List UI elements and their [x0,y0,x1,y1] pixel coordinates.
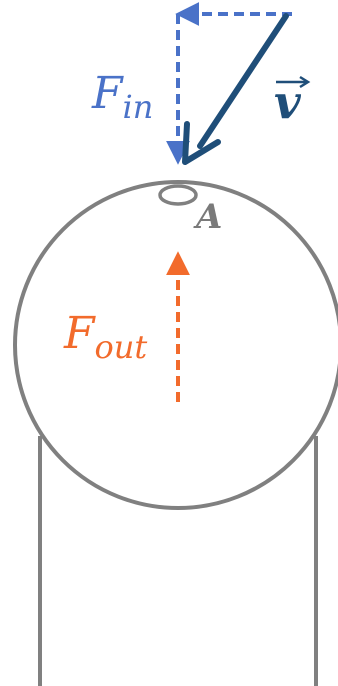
velocity-arrow-shaft [197,13,289,149]
f-in-label-sub: in [123,88,154,126]
f-in-label-main: F [91,68,124,119]
f-out-label: Fout [63,308,147,366]
point-a-label: A [193,197,222,237]
velocity-arrowhead [182,121,221,165]
f-in-label: Fin [91,68,153,126]
point-a-hole [158,184,198,206]
f-out-label-main: F [63,308,96,359]
velocity-label: v [274,75,311,129]
f-out-label-sub: out [95,328,148,366]
velocity-label-text: v [274,75,302,129]
